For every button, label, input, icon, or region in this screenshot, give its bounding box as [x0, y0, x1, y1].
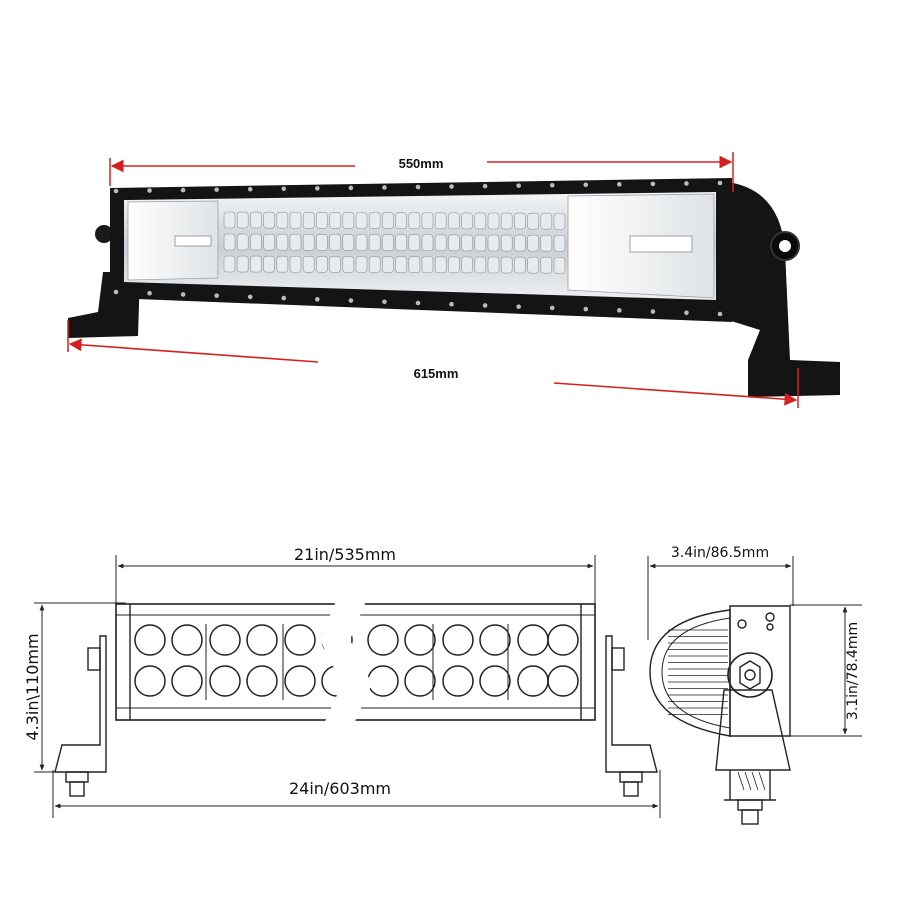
front-break-gap: [320, 596, 372, 728]
left-flood-panel: [127, 200, 219, 281]
front-led-circles: [134, 624, 579, 697]
photo-bottom-dimension-label: 615mm: [414, 366, 459, 381]
housing-screws: [113, 180, 723, 317]
right-mount-bracket: [728, 182, 840, 397]
side-housing: [729, 605, 791, 737]
left-mount-knob: [95, 225, 113, 243]
side-lens-profile: [649, 609, 731, 737]
front-left-dimension-label: 4.3in\110mm: [23, 633, 42, 740]
right-led-strip: [629, 235, 693, 253]
front-top-dimension-label: 21in/535mm: [294, 545, 396, 564]
front-right-bracket: [605, 635, 658, 773]
side-view-drawing: [647, 556, 862, 825]
photo-bottom-dim-arrow-right: [553, 382, 798, 406]
side-mount-bolt: [727, 652, 773, 698]
led-cells: [223, 211, 566, 274]
side-bracket: [715, 689, 791, 771]
front-bottom-dimension-label: 24in/603mm: [289, 779, 391, 798]
left-led-strip: [174, 235, 212, 247]
photo-bottom-dim-arrow-left: [68, 338, 319, 363]
front-left-bracket: [54, 635, 107, 773]
photo-top-dimension-label: 550mm: [399, 156, 444, 171]
side-top-dimension-label: 3.4in/86.5mm: [671, 545, 769, 561]
side-right-dimension-label: 3.1in/78.4mm: [845, 622, 861, 720]
light-bar-photo: 550mm 615mm: [67, 152, 840, 408]
